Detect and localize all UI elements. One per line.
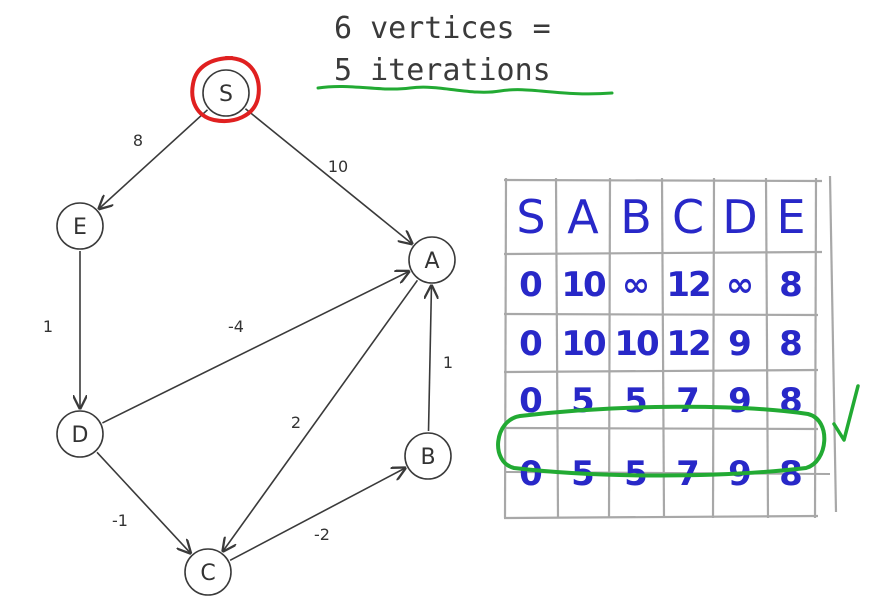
graph: 8 10 1 -4 2 1 -1 -2 S E A D B C — [43, 55, 456, 596]
edge-A-C — [223, 279, 419, 551]
grid-hline — [503, 312, 819, 317]
grid-hline — [503, 368, 819, 374]
note-underline — [316, 84, 614, 96]
table-cell: 9 — [728, 381, 752, 421]
grid-hline — [503, 250, 823, 256]
grid-vline — [660, 177, 666, 519]
edge-weight-D-C: -1 — [112, 511, 128, 530]
table-cell: 5 — [571, 381, 595, 421]
edge-D-A — [102, 272, 408, 424]
node-label-E: E — [73, 215, 87, 240]
edge-weight-A-C: 2 — [291, 413, 301, 432]
final-row-highlight — [496, 404, 827, 478]
table-cell: 9 — [728, 324, 752, 364]
node-B — [404, 432, 452, 480]
node-label-B: B — [420, 445, 435, 470]
edge-C-B — [229, 468, 405, 562]
node-D — [56, 410, 104, 458]
grid-vline — [711, 177, 716, 519]
node-label-S: S — [219, 82, 233, 107]
table-cell: 0 — [519, 454, 543, 494]
table-cell: 7 — [676, 381, 700, 421]
graph-edge-labels: 8 10 1 -4 2 1 -1 -2 — [43, 131, 453, 544]
table-cell: 8 — [779, 381, 803, 421]
grid-hline — [503, 514, 819, 520]
edge-weight-S-A: 10 — [328, 157, 348, 176]
grid-vline — [503, 177, 508, 519]
graph-nodes: S E A D B C — [56, 69, 456, 596]
table-header-A: A — [567, 190, 599, 244]
grid-hline — [503, 178, 823, 183]
table-cell: 5 — [624, 381, 648, 421]
table-header-E: E — [776, 190, 805, 244]
node-E — [56, 202, 104, 250]
table-cell: ∞ — [726, 265, 754, 305]
edge-S-E — [99, 109, 209, 209]
edge-S-A — [244, 108, 411, 244]
table-cell: 8 — [779, 454, 803, 494]
node-label-D: D — [72, 423, 89, 448]
table-cell: ∞ — [622, 265, 650, 305]
grid-hline — [503, 426, 819, 431]
edge-weight-S-E: 8 — [133, 131, 143, 150]
grid-vline — [813, 177, 818, 519]
table-cell: 0 — [519, 381, 543, 421]
edge-B-A — [429, 286, 432, 432]
table-header-C: C — [672, 190, 704, 244]
table-cell: 12 — [666, 324, 709, 364]
node-S — [202, 69, 250, 117]
edge-weight-D-A: -4 — [228, 317, 244, 336]
table-header-S: S — [516, 190, 545, 244]
table-cell: 12 — [666, 265, 709, 305]
source-highlight-ring — [190, 55, 261, 123]
table-header-D: D — [722, 190, 757, 244]
edge-weight-C-B: -2 — [314, 525, 330, 544]
iterations-note: 6 vertices = 5 iterations — [316, 11, 614, 96]
node-C — [184, 548, 232, 596]
grid-vline — [764, 177, 770, 519]
edge-weight-E-D: 1 — [43, 317, 53, 336]
table-cell: 8 — [779, 324, 803, 364]
edge-weight-B-A: 1 — [443, 353, 453, 372]
table-cell: 0 — [519, 324, 543, 364]
note-line-1: 6 vertices = — [334, 11, 551, 46]
edge-D-C — [96, 451, 190, 553]
table-header-B: B — [620, 190, 652, 244]
grid-vline — [607, 177, 612, 519]
table-cell: 0 — [519, 265, 543, 305]
note-line-2: 5 iterations — [334, 53, 551, 88]
checkmark-icon — [832, 384, 860, 442]
table-cell: 10 — [561, 324, 606, 364]
table-cell: 10 — [614, 324, 659, 364]
node-A — [408, 236, 456, 284]
node-label-C: C — [200, 561, 215, 586]
grid-vline — [828, 175, 838, 513]
graph-edges — [80, 108, 432, 562]
table-cell: 10 — [561, 265, 606, 305]
grid-vline — [554, 177, 560, 519]
node-label-A: A — [424, 249, 439, 274]
table-cell: 8 — [779, 265, 803, 305]
